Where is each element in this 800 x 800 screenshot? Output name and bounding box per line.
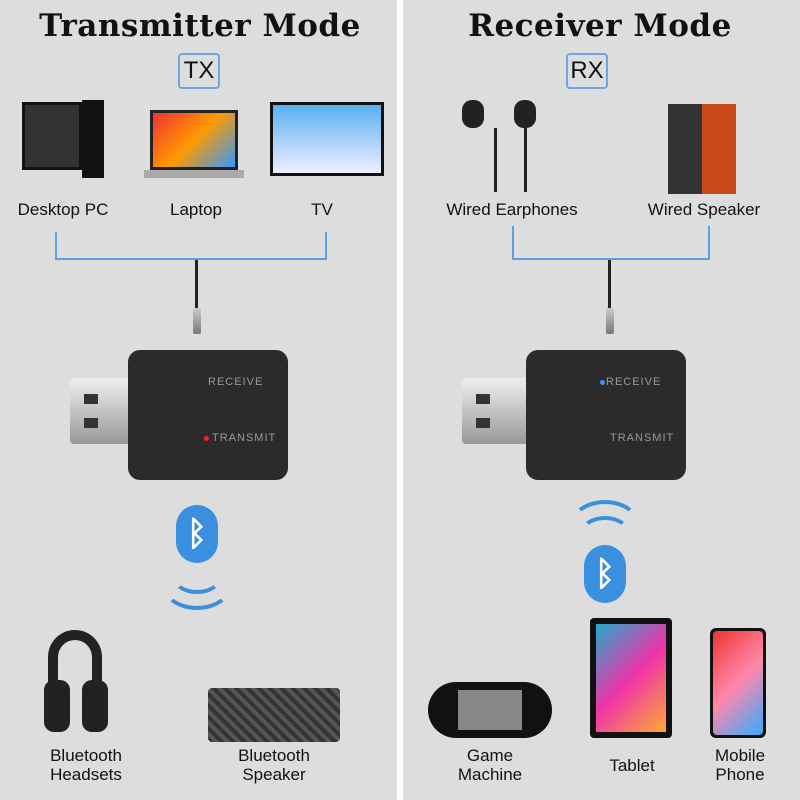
bluetooth-dongle-rx: RECEIVE TRANSMIT: [526, 350, 686, 480]
label-laptop: Laptop: [170, 200, 222, 219]
receive-label: RECEIVE: [208, 376, 264, 388]
tablet-image: [590, 618, 672, 738]
headset-earcup: [44, 680, 70, 732]
bluetooth-icon: ᛒ: [176, 505, 218, 563]
bluetooth-speaker-image: [208, 688, 340, 742]
label-game-machine-2: Machine: [457, 765, 523, 784]
label-wired-earphones: Wired Earphones: [446, 200, 578, 219]
usb-plug: [462, 378, 534, 444]
label-game-machine-1: Game: [466, 746, 514, 765]
audio-cable: [608, 260, 611, 310]
mobile-phone-image: [710, 628, 766, 738]
transmit-label: TRANSMIT: [212, 432, 277, 444]
label-tablet: Tablet: [609, 756, 655, 775]
headset-earcup: [82, 680, 108, 732]
desktop-pc-image: [22, 102, 82, 170]
game-machine-image: [428, 682, 552, 738]
signal-wave-icon: [162, 560, 232, 610]
audio-jack: [606, 308, 614, 334]
audio-cable: [195, 260, 198, 310]
wired-speaker-image: [668, 104, 736, 194]
transmitter-title: Transmitter Mode: [39, 8, 361, 44]
connection-bracket: [512, 226, 710, 260]
label-desktop-pc: Desktop PC: [17, 200, 109, 219]
earphone-bud: [514, 100, 536, 128]
transmit-label: TRANSMIT: [610, 432, 675, 444]
transmit-led: [204, 436, 209, 441]
label-tv: TV: [311, 200, 333, 219]
label-bluetooth-speaker-2: Speaker: [242, 765, 306, 784]
receiver-title: Receiver Mode: [468, 8, 732, 44]
signal-wave-icon: [570, 500, 640, 550]
receive-led: [600, 380, 605, 385]
label-bluetooth-headsets-1: Bluetooth: [50, 746, 122, 765]
laptop-image: [150, 110, 238, 170]
bluetooth-dongle-tx: RECEIVE TRANSMIT: [128, 350, 288, 480]
tv-image: [270, 102, 384, 176]
earphones-image: [462, 100, 484, 128]
earphone-wire: [494, 128, 497, 192]
audio-jack: [193, 308, 201, 334]
label-wired-speaker: Wired Speaker: [647, 200, 761, 219]
receive-label: RECEIVE: [606, 376, 662, 388]
label-bluetooth-speaker-1: Bluetooth: [238, 746, 310, 765]
pc-tower-image: [82, 100, 104, 178]
rx-badge: RX: [566, 53, 608, 89]
label-mobile-phone-1: Mobile: [714, 746, 766, 765]
tx-badge: TX: [178, 53, 220, 89]
earphone-wire: [524, 128, 527, 192]
panel-divider: [397, 0, 403, 800]
signal-wave-icon: [580, 516, 630, 550]
laptop-base: [144, 170, 244, 178]
bluetooth-icon: ᛒ: [584, 545, 626, 603]
label-mobile-phone-2: Phone: [715, 765, 765, 784]
connection-bracket: [55, 232, 327, 260]
label-bluetooth-headsets-2: Headsets: [50, 765, 122, 784]
